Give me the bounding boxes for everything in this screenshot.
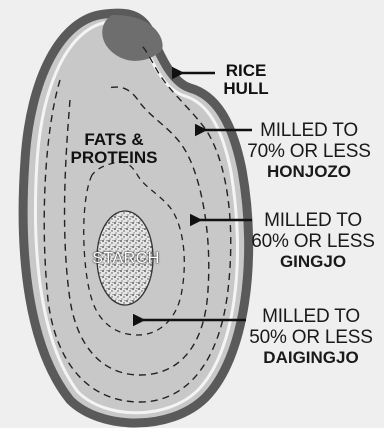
daigingjo-label: MILLED TO 50% OR LESS DAIGINGJO bbox=[240, 307, 382, 366]
honjozo-line1: MILLED TO bbox=[238, 121, 380, 140]
honjozo-label: MILLED TO 70% OR LESS HONJOZO bbox=[238, 121, 380, 180]
gingjo-name: GINGJO bbox=[242, 253, 384, 270]
fats-proteins-line1: FATS & bbox=[58, 131, 170, 148]
fats-proteins-label: FATS & PROTEINS bbox=[58, 131, 170, 166]
gingjo-line2: 60% OR LESS bbox=[242, 232, 384, 251]
honjozo-name: HONJOZO bbox=[238, 163, 380, 180]
rice-hull-label: RICE HULL bbox=[216, 62, 276, 97]
fats-proteins-line2: PROTEINS bbox=[58, 149, 170, 166]
daigingjo-line2: 50% OR LESS bbox=[240, 328, 382, 347]
starch-label: STARCH bbox=[80, 251, 172, 267]
rice-hull-label-line2: HULL bbox=[216, 80, 276, 97]
gingjo-label: MILLED TO 60% OR LESS GINGJO bbox=[242, 211, 384, 270]
daigingjo-line1: MILLED TO bbox=[240, 307, 382, 326]
honjozo-line2: 70% OR LESS bbox=[238, 142, 380, 161]
daigingjo-name: DAIGINGJO bbox=[240, 349, 382, 366]
rice-hull-label-line1: RICE bbox=[216, 62, 276, 79]
gingjo-line1: MILLED TO bbox=[242, 211, 384, 230]
